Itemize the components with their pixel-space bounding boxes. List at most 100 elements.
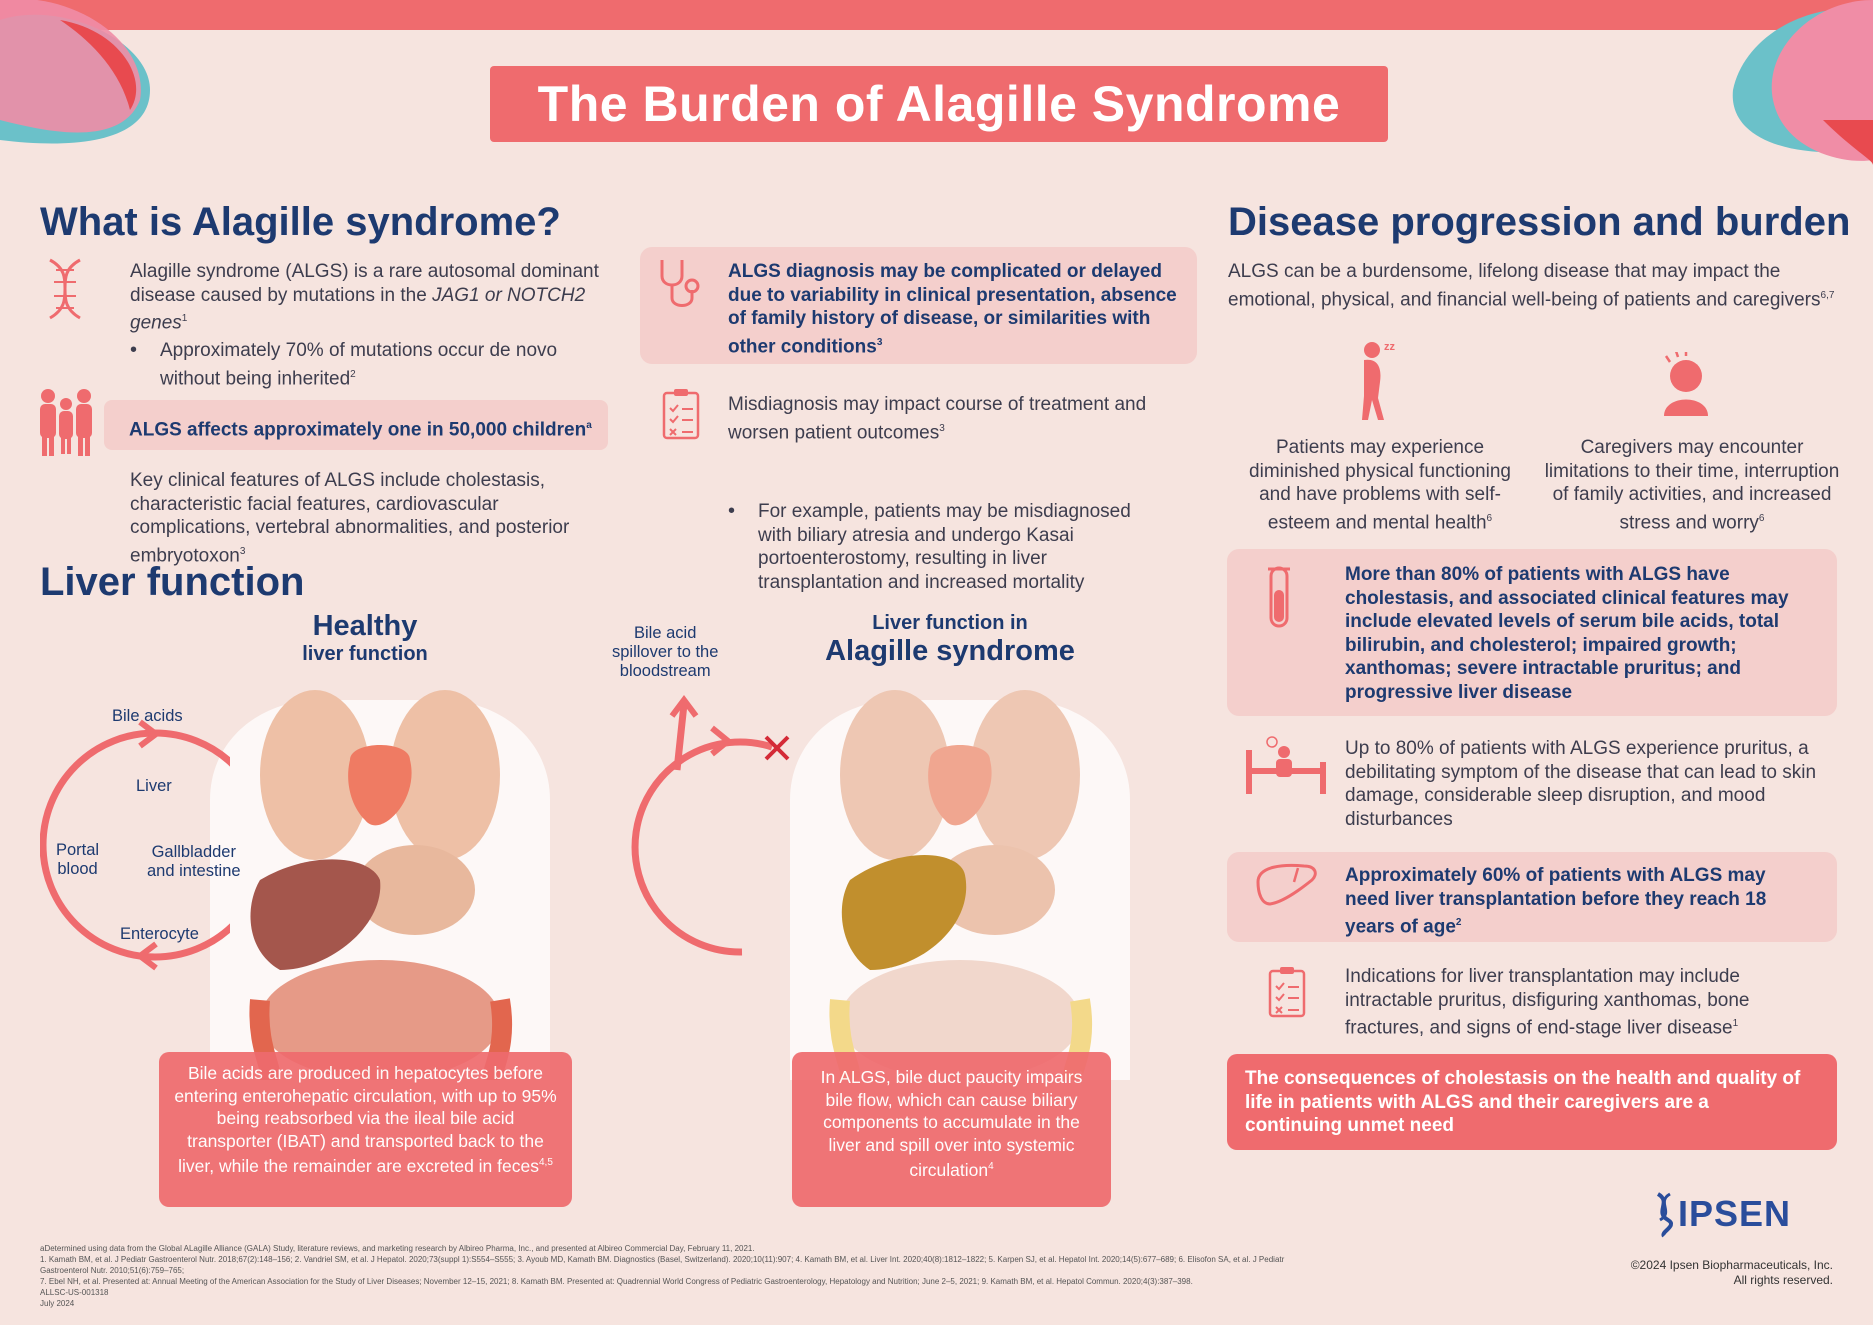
- healthy-body-illustration: [210, 690, 550, 1080]
- key-features: Key clinical features of ALGS include ch…: [130, 469, 620, 567]
- healthy-explanation-box: Bile acids are produced in hepatocytes b…: [159, 1052, 572, 1207]
- spillover-line-3: bloodstream: [619, 662, 711, 680]
- page-title: The Burden of Alagille Syndrome: [537, 76, 1341, 132]
- what-is-heading: What is Alagille syndrome?: [40, 200, 561, 244]
- portal-line-2: blood: [57, 860, 98, 878]
- progression-intro-text: ALGS can be a burdensome, lifelong disea…: [1228, 261, 1821, 310]
- spillover-line-2: spillover to the: [612, 643, 719, 661]
- test-tube-icon: [1268, 566, 1290, 628]
- prevalence-text: ALGS affects approximately one in 50,000…: [129, 414, 592, 442]
- misdiagnosis-bullet: For example, patients may be misdiagnose…: [728, 500, 1168, 594]
- patients-impact: Patients may experience diminished physi…: [1232, 436, 1528, 534]
- footnotes: aDetermined using data from the Global A…: [40, 1243, 1290, 1309]
- ref-marker: 4,5: [538, 1157, 553, 1168]
- misdiagnosis: Misdiagnosis may impact course of treatm…: [728, 393, 1188, 444]
- spillover-label: Bile acid spillover to the bloodstream: [612, 624, 718, 681]
- stethoscope-icon: [660, 260, 700, 307]
- clipboard-icon: [662, 389, 700, 440]
- unmet-need-box: The consequences of cholestasis on the h…: [1227, 1054, 1837, 1150]
- ref-marker: 6: [1758, 512, 1765, 524]
- algs-title-block: Liver function in Alagille syndrome: [800, 612, 1100, 668]
- blocked-flow-icon: [764, 735, 790, 761]
- ref-marker: 4: [988, 1161, 994, 1172]
- spillover-line-1: Bile acid: [634, 624, 697, 642]
- ref-marker: 1: [181, 313, 188, 324]
- diagnosis-box: [640, 247, 1197, 364]
- transplant-label: Approximately 60% of patients with ALGS …: [1345, 865, 1767, 938]
- ref-marker: 3: [239, 545, 246, 557]
- cycle-label-bile-acids: Bile acids: [112, 707, 183, 725]
- gall-line-2: and intestine: [147, 862, 241, 880]
- corner-decoration-right: [1732, 0, 1873, 165]
- transplant-text: Approximately 60% of patients with ALGS …: [1345, 864, 1815, 939]
- healthy-title-block: Healthy liver function: [250, 610, 480, 666]
- caregivers-impact-text: Caregivers may encounter limitations to …: [1544, 437, 1840, 533]
- cycle-label-enterocyte: Enterocyte: [120, 925, 199, 943]
- references-1: 1. Kamath BM, et al. J Pediatr Gastroent…: [40, 1255, 1285, 1275]
- diagnosis-text: ALGS diagnosis may be complicated or del…: [728, 260, 1188, 358]
- cholestasis-text: More than 80% of patients with ALGS have…: [1345, 564, 1789, 703]
- algs-genes: JAG1 or NOTCH2 genes: [130, 284, 586, 334]
- ipsen-logo: IPSEN: [1648, 1190, 1791, 1238]
- de-novo-text: Approximately 70% of mutations occur de …: [160, 340, 558, 389]
- ref-marker: 1: [1732, 1018, 1739, 1029]
- ipsen-logo-text: IPSEN: [1678, 1193, 1792, 1234]
- document-date: July 2024: [40, 1299, 75, 1308]
- copyright-line: ©2024 Ipsen Biopharmaceuticals, Inc.: [1630, 1258, 1833, 1272]
- ipsen-logo-mark-icon: [1656, 1192, 1673, 1238]
- progression-heading: Disease progression and burden: [1228, 200, 1851, 244]
- patients-impact-text: Patients may experience diminished physi…: [1249, 437, 1511, 533]
- diagnosis-label: ALGS diagnosis may be complicated or del…: [728, 261, 1177, 357]
- document-code: ALLSC-US-001318: [40, 1288, 109, 1297]
- caregivers-impact: Caregivers may encounter limitations to …: [1544, 436, 1840, 534]
- footnote-a: aDetermined using data from the Global A…: [40, 1244, 755, 1253]
- prevalence-label: ALGS affects approximately one in 50,000…: [129, 419, 587, 441]
- cycle-label-portal-blood: Portal blood: [56, 841, 99, 879]
- algs-intro: Alagille syndrome (ALGS) is a rare autos…: [130, 260, 600, 335]
- transplant-box: [1227, 852, 1837, 942]
- stressed-caregiver-icon: [1664, 352, 1708, 416]
- indications-text: Indications for liver transplantation ma…: [1345, 966, 1750, 1039]
- ref-marker: 6: [1486, 512, 1493, 524]
- ref-marker: 2: [350, 368, 356, 380]
- algs-title-line-1: Liver function in: [872, 612, 1028, 634]
- corner-decoration-left: [0, 0, 150, 144]
- portal-line-1: Portal: [56, 841, 100, 859]
- liver-function-heading: Liver function: [40, 560, 305, 604]
- tired-patient-icon: zz: [1362, 341, 1396, 420]
- references-2: 7. Ebel NH, et al. Presented at: Annual …: [40, 1277, 1193, 1286]
- ref-marker: 2: [1455, 917, 1462, 928]
- algs-explanation: In ALGS, bile duct paucity impairs bile …: [808, 1066, 1095, 1181]
- algs-explanation-box: In ALGS, bile duct paucity impairs bile …: [792, 1052, 1111, 1207]
- healthy-title: Healthy: [312, 610, 418, 642]
- healthy-subtitle: liver function: [302, 643, 428, 665]
- copyright: ©2024 Ipsen Biopharmaceuticals, Inc. All…: [1560, 1258, 1833, 1288]
- de-novo-bullet: Approximately 70% of mutations occur de …: [130, 339, 600, 390]
- children-icon: [40, 389, 92, 456]
- algs-explanation-text: In ALGS, bile duct paucity impairs bile …: [820, 1067, 1083, 1180]
- checklist-icon: [1268, 967, 1306, 1018]
- progression-intro: ALGS can be a burdensome, lifelong disea…: [1228, 260, 1838, 311]
- key-features-text: Key clinical features of ALGS include ch…: [130, 470, 570, 566]
- algs-cycle-diagram: [631, 695, 774, 956]
- healthy-explanation: Bile acids are produced in hepatocytes b…: [173, 1062, 558, 1177]
- cycle-label-liver: Liver: [136, 777, 172, 795]
- indications: Indications for liver transplantation ma…: [1345, 965, 1825, 1040]
- svg-text:zz: zz: [1384, 341, 1396, 353]
- sleepless-bed-icon: [1246, 736, 1326, 794]
- ref-marker: 6,7: [1820, 289, 1835, 301]
- ref-marker: 3: [939, 422, 945, 434]
- gall-line-1: Gallbladder: [151, 843, 236, 861]
- prevalence-box: ALGS affects approximately one in 50,000…: [104, 400, 608, 450]
- cholestasis-box: [1227, 549, 1837, 716]
- cycle-label-gallbladder: Gallbladder and intestine: [147, 843, 241, 881]
- algs-title-line-2: Alagille syndrome: [825, 635, 1075, 667]
- enterohepatic-cycle-diagram: [40, 719, 230, 971]
- top-banner: [0, 0, 1873, 30]
- ref-marker: 3: [876, 336, 883, 348]
- algs-intro-line: Alagille syndrome (ALGS) is a rare autos…: [130, 261, 599, 306]
- pruritus-text: Up to 80% of patients with ALGS experien…: [1345, 738, 1817, 830]
- page-title-banner: The Burden of Alagille Syndrome: [490, 66, 1388, 142]
- healthy-explanation-text: Bile acids are produced in hepatocytes b…: [174, 1063, 557, 1176]
- liver-icon: [1256, 863, 1317, 906]
